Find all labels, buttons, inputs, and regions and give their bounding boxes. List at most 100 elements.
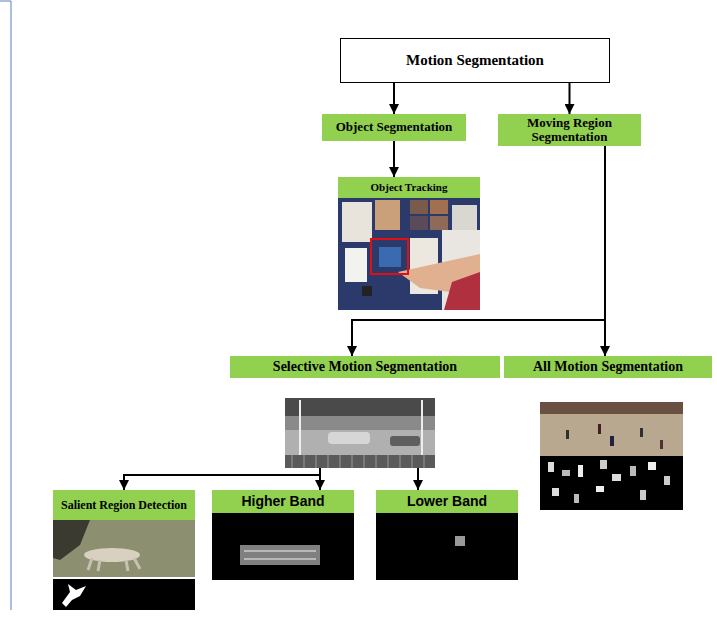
salient-photo-part: [53, 520, 195, 577]
method-box: All Motion Segmentation: [504, 356, 712, 510]
plaza-photo-part: [562, 470, 570, 476]
node-label: Moving Region Segmentation: [502, 116, 637, 144]
salient-photo: [53, 520, 195, 610]
method-box: Lower Band: [376, 490, 518, 580]
image-area: [212, 513, 354, 580]
tracking-photo-part: [410, 216, 428, 230]
lower-band-image-part: [376, 513, 518, 580]
arrow-connector: [124, 468, 320, 490]
plaza-photo-part: [540, 402, 683, 414]
higher-band-image-part: [212, 513, 354, 580]
higher-band-image-part: [240, 545, 320, 565]
lower-band-image-part: [455, 536, 465, 546]
plaza-photo-part: [600, 460, 607, 469]
salient-photo-part: [88, 558, 140, 571]
plaza-photo-part: [640, 490, 646, 500]
arrow-connector: [393, 83, 395, 114]
node-label: Motion Segmentation: [406, 52, 544, 68]
arrow-connector: [319, 468, 321, 490]
higher-band-image-part: [244, 551, 316, 559]
plaza-photo-part: [566, 430, 569, 439]
method-box: Object Tracking: [338, 177, 480, 310]
image-area: [53, 520, 195, 610]
node-label: All Motion Segmentation: [533, 359, 683, 374]
tracking-photo-part: [371, 239, 408, 274]
street-photo-part: [299, 400, 301, 455]
street-photo-part: [390, 436, 420, 446]
green-label: Lower Band: [376, 490, 518, 513]
plaza-photo-part: [578, 465, 583, 477]
lower-band-image: [376, 513, 518, 580]
salient-photo-part: [62, 584, 86, 607]
method-box: Higher Band: [212, 490, 354, 580]
arrow-connector: [604, 146, 606, 356]
plaza-photo-part: [548, 462, 554, 472]
tracking-photo-part: [430, 216, 448, 230]
green-label: Selective Motion Segmentation: [230, 356, 500, 378]
node-label: Object Tracking: [371, 182, 448, 194]
tracking-photo: [338, 198, 480, 310]
street-photo-part: [328, 432, 370, 444]
plaza-photo-part: [574, 494, 579, 503]
tracking-photo-part: [410, 200, 428, 214]
street-photo-part: [421, 400, 423, 455]
image-area: [504, 378, 712, 510]
plaza-photo-part: [598, 424, 601, 434]
tracking-photo-part: [338, 198, 480, 310]
green-label: All Motion Segmentation: [504, 356, 712, 378]
method-box: Selective Motion Segmentation: [230, 356, 500, 468]
plaza-photo-part: [552, 488, 559, 496]
arrow-connector: [569, 83, 571, 114]
plaza-photo-part: [612, 474, 621, 481]
panel-frame: [0, 1, 11, 610]
node-label: Selective Motion Segmentation: [273, 359, 457, 374]
image-area: [376, 513, 518, 580]
arrow-connector: [417, 468, 419, 490]
green-label: Salient Region Detection: [53, 490, 195, 520]
node-label: Lower Band: [407, 494, 487, 509]
plaza-photo-part: [630, 466, 636, 476]
method-box: Salient Region Detection: [53, 490, 195, 610]
plaza-photo-part: [660, 440, 663, 449]
node-label: Salient Region Detection: [61, 499, 187, 512]
plaza-photo-part: [640, 428, 643, 437]
street-photo-part: [285, 398, 435, 468]
tracking-photo-part: [444, 272, 480, 310]
root-box: Motion Segmentation: [340, 38, 610, 83]
tracking-photo-part: [379, 247, 401, 267]
node-label: Object Segmentation: [336, 120, 453, 134]
tracking-photo-part: [430, 200, 448, 214]
plaza-photo-part: [540, 402, 683, 456]
plaza-photo-part: [610, 436, 614, 446]
image-area: [230, 378, 500, 468]
plaza-photo-part: [648, 462, 656, 470]
street-photo-part: [292, 455, 424, 468]
green-label: Higher Band: [212, 490, 354, 513]
plaza-photo-part: [596, 486, 604, 492]
category-box: Moving Region Segmentation: [498, 114, 641, 146]
tracking-photo-part: [342, 202, 372, 242]
plaza-photo-part: [664, 476, 670, 485]
arrow-connector: [393, 141, 395, 177]
image-area: [338, 198, 480, 310]
tracking-photo-part: [375, 200, 400, 230]
higher-band-image: [212, 513, 354, 580]
street-photo-part: [285, 430, 435, 455]
plaza-photo-part: [540, 456, 683, 510]
node-label: Higher Band: [241, 494, 324, 509]
green-label: Moving Region Segmentation: [498, 114, 641, 146]
street-photo-part: [285, 455, 435, 468]
street-photo-part: [285, 398, 435, 416]
plaza-photo: [540, 402, 683, 510]
green-label: Object Segmentation: [322, 114, 466, 141]
box-frame: Motion Segmentation: [340, 38, 610, 83]
green-label: Object Tracking: [338, 177, 480, 198]
category-box: Object Segmentation: [322, 114, 466, 141]
salient-photo-part: [53, 579, 195, 610]
street-photo: [285, 398, 435, 468]
tracking-photo-part: [362, 286, 372, 296]
tracking-photo-part: [345, 248, 367, 282]
